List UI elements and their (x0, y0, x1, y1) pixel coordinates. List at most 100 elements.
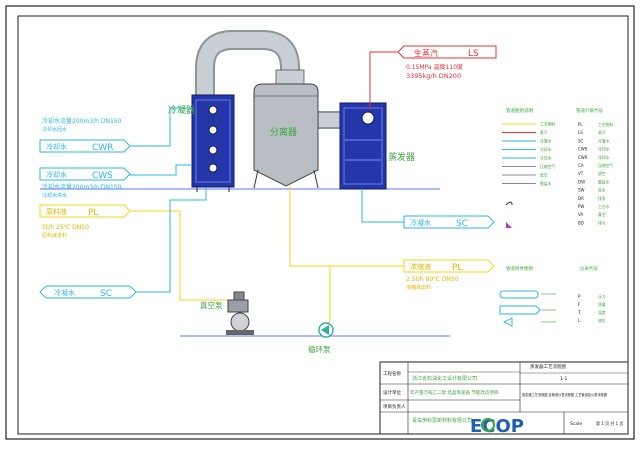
legend-instr-code: T (577, 310, 581, 315)
evaporator-label: 蒸发器 (388, 151, 415, 163)
pl-out-line (289, 186, 404, 267)
legend-line-label: 压缩空气 (540, 164, 555, 169)
tb-row3-label: 项目负责人 (383, 403, 406, 410)
separator-vessel (253, 83, 319, 189)
legend-instr-code: L (578, 318, 581, 323)
pl-feed-line (130, 210, 238, 301)
legend-instr-code: P (578, 294, 581, 299)
cws-flow-2: 冷却水流量200m3/h DN150 (42, 183, 122, 191)
sc-left-tag-name: 冷凝水 (54, 288, 75, 297)
legend-code-name: 蒸汽 (598, 130, 606, 135)
sc-left-tag-code: SC (100, 289, 112, 299)
cwr-tag (39, 139, 131, 153)
legend-code: DR (578, 196, 584, 201)
evaporator-unit (339, 102, 387, 190)
legend-fittings (505, 201, 513, 228)
cws-tag-name: 冷却水 (46, 170, 67, 179)
legend-code: LS (578, 130, 583, 135)
legend-code-name: 真空 (598, 212, 606, 217)
sc-left-line (130, 187, 207, 293)
legend-code-name: 压缩空气 (598, 163, 613, 168)
legend-code: DW (578, 179, 585, 184)
duct-cap (275, 69, 305, 85)
tb-row2-label: 设计单位 (383, 389, 401, 396)
pl-out-tag-name: 浓缩液 (410, 262, 431, 271)
steam-tag-name: 生蒸汽 (414, 48, 438, 58)
steam-spec-2: 3395kg/h DN200 (406, 72, 461, 80)
tb-drawing-no: 1-1 (560, 376, 567, 382)
sc-right-tag-name: 冷凝水 (410, 218, 431, 227)
legend-instr-name: 液位 (598, 318, 606, 323)
separator-label: 分离器 (270, 126, 297, 138)
legend-code-name: 冷凝水 (598, 138, 610, 143)
company-logo: ECOP (470, 416, 524, 437)
legend-code: PW (578, 204, 584, 209)
legend-code-name: 工艺水 (598, 204, 610, 209)
legend-code: SW (578, 188, 585, 193)
cwr-tag-code: CWR (92, 143, 113, 153)
vacuum-pump-label: 真空泵 (200, 300, 223, 310)
legend-code: VA (578, 212, 583, 217)
legend-code: SC (578, 138, 584, 143)
steam-line (369, 51, 404, 110)
legend-code-name: 冷却水 (598, 147, 610, 152)
cws-tag (39, 167, 131, 181)
tb-row1-value: 浙江省石油化工设计有限公司 (412, 375, 477, 382)
sc-left-tag (39, 285, 137, 299)
legend-instr-title: 仪表代号 (580, 265, 598, 272)
pl-out-spec-1: 2.5t/h 80℃ DN50 (406, 276, 459, 283)
condenser-label: 冷凝器 (168, 104, 195, 116)
pl-in-tag (39, 204, 131, 218)
legend-code-name: 排净 (598, 196, 606, 201)
cwr-tag-name: 冷却水 (46, 142, 67, 151)
legend-lines-title: 管道图例说明 (506, 107, 533, 114)
legend-instr-name: 压力 (598, 294, 606, 299)
steam-spec-1: 0.15MPa 温度110度 (406, 63, 463, 71)
pl-in-spec-1: 5t/h 25℃ DN50 (42, 224, 89, 231)
legend-line-label: 工艺物料 (540, 122, 555, 127)
pl-out-tag (403, 259, 495, 273)
legend-code: CA (578, 163, 584, 168)
legend-line-label: 冷却水 (540, 147, 552, 152)
legend-instr-code: F (578, 302, 581, 307)
circulation-pump (318, 322, 334, 338)
legend-instr-name: 流量 (598, 302, 606, 307)
legend-code: CWR (578, 155, 588, 160)
pl-in-spec-2: 原料液进料 (42, 232, 67, 239)
tb-sheet: 第 1 页 共 1 页 (596, 420, 623, 426)
cwr-note: 冷却水回水 (42, 126, 67, 133)
tb-drawing-title: 蒸发器工艺流程图 (530, 363, 566, 370)
title-block (379, 361, 629, 435)
legend-code: CWS (578, 147, 588, 152)
legend-symbols-title: 管道介质代号 (576, 107, 603, 114)
pl-in-tag-name: 原料液 (46, 207, 67, 216)
pl-in-tag-code: PL (88, 208, 98, 218)
vacuum-pump (226, 291, 254, 335)
tb-scale: Scale (570, 421, 582, 427)
legend-fittings-title: 管道附件图例 (506, 265, 533, 272)
legend-code-name: 放空 (598, 171, 606, 176)
circ-line (325, 266, 331, 331)
cwr-line (124, 107, 192, 147)
outer-frame (5, 5, 635, 440)
legend-line-label: 蒸汽 (540, 130, 548, 135)
condenser-unit (191, 94, 235, 192)
tb-row2-value: 年产量万吨乙二醇 结晶蒸发器 节能改造项目 (410, 389, 498, 396)
legend-code: PL (578, 122, 583, 127)
cws-tag-code: CWS (92, 171, 113, 181)
legend-code-name: 冷却水 (598, 155, 610, 160)
legend-line-label: 冷却水 (540, 156, 552, 161)
legend-code-name: 工艺物料 (598, 122, 613, 127)
inner-frame (17, 15, 629, 435)
legend-code-name: 脱盐水 (598, 179, 610, 184)
steam-arrow-tag (397, 45, 497, 59)
sc-right-line (361, 189, 404, 223)
legend-code: BD (578, 220, 584, 225)
cws-note: 冷却水供水 (42, 192, 67, 199)
circulation-pump-label: 循环泵 (308, 344, 331, 354)
tb-row3-value: 青岛伊科思新材料有限公司 (412, 417, 472, 424)
